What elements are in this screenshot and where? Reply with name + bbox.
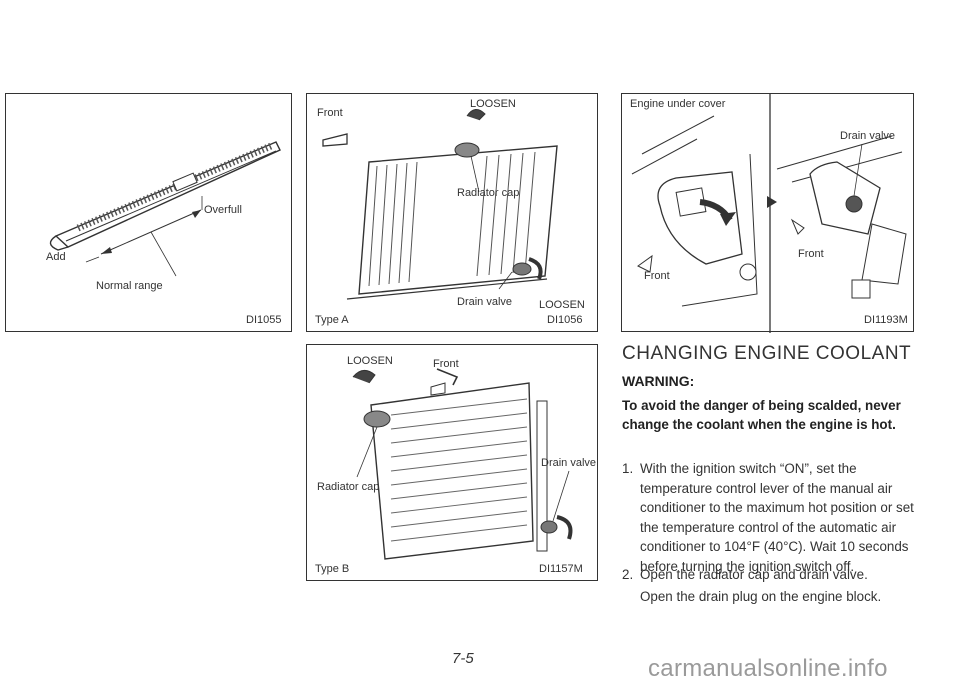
figure-code: DI1056 <box>547 314 583 326</box>
loosen-bottom-label: LOOSEN <box>539 299 585 311</box>
overfull-label: Overfull <box>204 204 242 216</box>
page-number: 7-5 <box>452 650 474 667</box>
radiator-cap-label: Radiator cap <box>317 481 380 493</box>
loosen-label: LOOSEN <box>347 355 393 367</box>
step-number: 1. <box>622 461 634 476</box>
loosen-top-label: LOOSEN <box>470 98 516 110</box>
figure-engine-under-cover: Engine under cover Drain valve Front Fro… <box>621 93 914 333</box>
type-label: Type B <box>315 563 350 575</box>
figure-reservoir-level: Overfull Add Normal range DI1055 <box>5 93 292 332</box>
figure-code: DI1193M <box>864 314 908 326</box>
step-1: 1. With the ignition switch “ON”, set th… <box>622 459 914 576</box>
step-text: With the ignition switch “ON”, set the t… <box>640 461 914 574</box>
radiator-b-illustration <box>352 368 573 560</box>
warning-label: WARNING: <box>622 373 695 389</box>
figure-radiator-type-b: LOOSEN Front Drain valve Radiator cap Ty… <box>306 344 598 581</box>
step-2-detail: Open the drain plug on the engine block. <box>640 589 882 604</box>
figure-code: DI1157M <box>539 563 583 575</box>
front-left-label: Front <box>644 270 670 282</box>
reservoir-illustration <box>49 141 281 277</box>
radiator-cap-label: Radiator cap <box>457 187 520 199</box>
front-label: Front <box>317 107 343 119</box>
figure-radiator-type-a: Front LOOSEN Radiator cap Drain valve LO… <box>306 93 598 332</box>
figure-code: DI1055 <box>246 314 282 326</box>
section-heading: CHANGING ENGINE COOLANT <box>622 343 912 364</box>
drain-valve-label: Drain valve <box>541 457 597 469</box>
front-right-label: Front <box>798 248 824 260</box>
normal-range-label: Normal range <box>96 280 163 292</box>
watermark: carmanualsonline.info <box>648 655 888 682</box>
under-cover-illustration <box>631 94 907 333</box>
step-number: 2. <box>622 567 634 582</box>
radiator-a-illustration <box>322 109 558 300</box>
warning-text: To avoid the danger of being scalded, ne… <box>622 398 901 432</box>
add-label: Add <box>46 251 66 263</box>
engine-under-cover-label: Engine under cover <box>630 98 726 110</box>
drain-valve-label: Drain valve <box>840 130 896 142</box>
front-label: Front <box>433 358 459 370</box>
step-2: 2. Open the radiator cap and drain valve… <box>622 565 914 585</box>
drain-valve-label: Drain valve <box>457 296 513 308</box>
step-text: Open the radiator cap and drain valve. <box>640 567 868 582</box>
type-label: Type A <box>315 314 349 326</box>
